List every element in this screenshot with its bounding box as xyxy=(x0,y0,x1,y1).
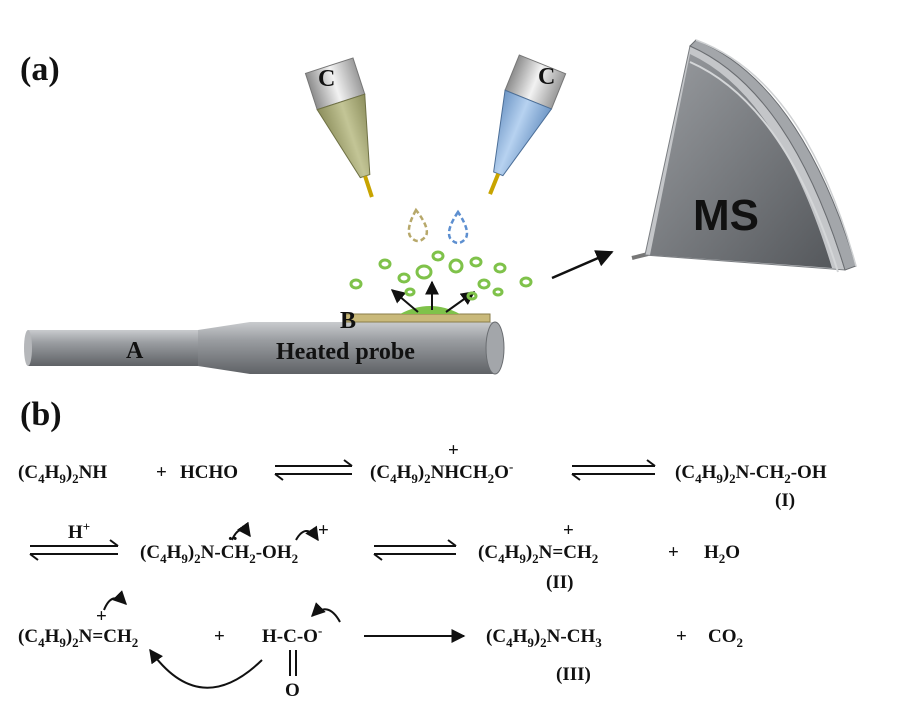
capillary-left xyxy=(304,57,374,198)
r2-product: (C4H9)2N=CH2 xyxy=(478,542,598,566)
section-b-label: B xyxy=(340,308,356,334)
desorption-arrows xyxy=(390,280,476,313)
equilibrium-arrow-1 xyxy=(274,459,353,481)
curly-arrow-4 xyxy=(311,602,341,623)
arrow-to-ms xyxy=(551,250,614,280)
r2-water: H2O xyxy=(704,542,740,566)
r3-plus2: + xyxy=(676,626,687,647)
droplet-blue xyxy=(447,209,469,245)
carbonyl-double-bond xyxy=(289,650,297,676)
r1-reactant2: HCHO xyxy=(180,462,238,483)
r1-reactant1: (C4H9)2NH xyxy=(18,462,107,486)
r3-product: (C4H9)2N-CH3 xyxy=(486,626,602,650)
capillary-left-label: C xyxy=(318,66,335,92)
equilibrium-arrow-3 xyxy=(29,539,119,561)
droplet-olive xyxy=(407,207,429,243)
r3-co2: CO2 xyxy=(708,626,743,650)
equilibrium-arrow-2 xyxy=(571,459,656,481)
reaction-row-3: + (C4H9)2N=CH2 + H-C-O- O (C4H9)2N-CH3 +… xyxy=(18,590,743,701)
curly-arrow-1 xyxy=(231,521,251,541)
reaction-row-2: H+ (C4H9)2N-CH2-OH2 .. + + (C4H9)2N=CH2 … xyxy=(29,519,740,593)
r3-reactant1: (C4H9)2N=CH2 xyxy=(18,626,138,650)
r2-catalyst: H+ xyxy=(68,519,90,543)
sample-strip xyxy=(344,306,491,323)
curly-arrow-2 xyxy=(295,525,319,542)
reaction-row-1: (C4H9)2NH + HCHO + (C4H9)2NHCH2O- (C4H9)… xyxy=(18,440,827,511)
r1-intermediate: (C4H9)2NHCH2O- xyxy=(370,459,513,486)
r2-charge: + xyxy=(318,520,329,541)
panel-a-label: (a) xyxy=(20,51,60,88)
r1-charge: + xyxy=(448,440,459,461)
r2-intermediate: (C4H9)2N-CH2-OH2 xyxy=(140,542,298,566)
capillary-right xyxy=(488,54,567,195)
r2-plus: + xyxy=(668,542,679,563)
panel-b-label: (b) xyxy=(20,396,62,433)
r1-plus: + xyxy=(156,462,167,483)
r3-plus1: + xyxy=(214,626,225,647)
equilibrium-arrow-4 xyxy=(373,539,457,561)
r1-product: (C4H9)2N-CH2-OH xyxy=(675,462,827,486)
r2-product-charge: + xyxy=(563,520,574,541)
r3-charge: + xyxy=(96,606,107,627)
r3-formate-o: O xyxy=(285,680,300,701)
ion-droplets xyxy=(349,250,533,301)
section-a-label: A xyxy=(126,338,144,364)
probe-label: Heated probe xyxy=(276,339,415,365)
r3-formate: H-C-O- xyxy=(262,623,322,647)
r2-product-tag: (II) xyxy=(546,572,573,593)
r1-product-tag: (I) xyxy=(775,490,795,511)
curly-arrow-5 xyxy=(149,648,263,689)
curly-arrow-3 xyxy=(103,590,127,611)
r3-product-tag: (III) xyxy=(556,664,591,685)
ms-label: MS xyxy=(693,191,759,240)
r2-lone-pair: .. xyxy=(228,524,238,545)
capillary-right-label: C xyxy=(538,64,555,90)
ms-instrument xyxy=(631,39,857,273)
heated-probe xyxy=(24,321,505,375)
